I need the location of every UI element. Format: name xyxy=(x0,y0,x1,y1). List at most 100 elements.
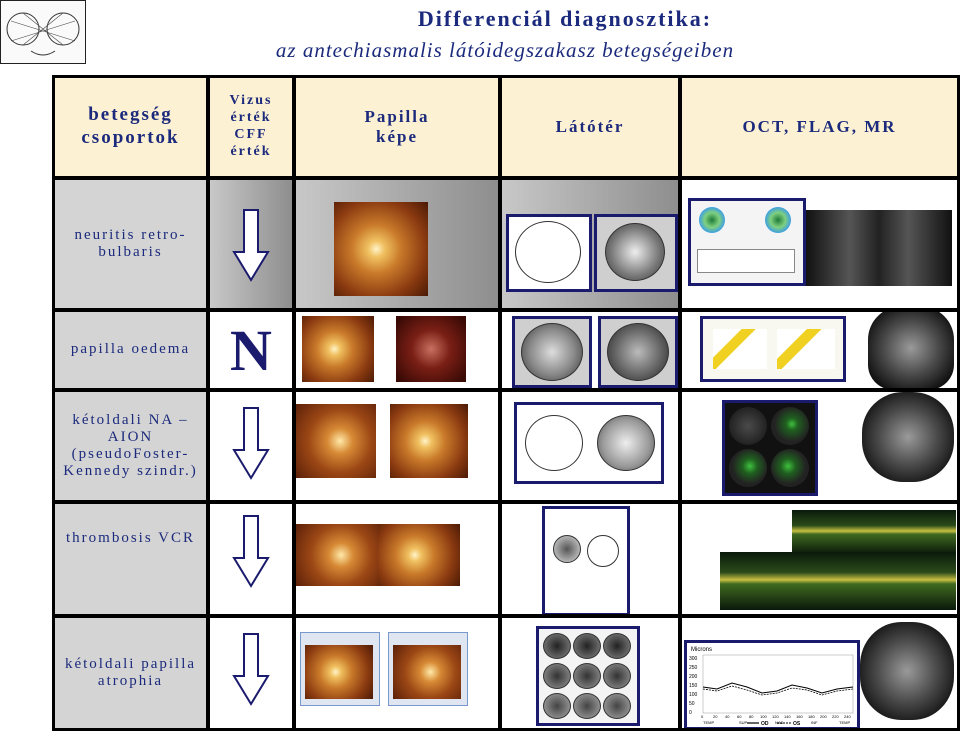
header-col5-text: OCT, FLAG, MR xyxy=(742,116,897,136)
oct-scan xyxy=(792,510,956,554)
xtick: 200 xyxy=(820,714,827,719)
normal-vision-mark: N xyxy=(230,317,272,383)
row-label-thrombosis: thrombosis VCR xyxy=(55,504,206,614)
flag-diagram xyxy=(700,316,846,382)
xtick: 140 xyxy=(784,714,791,719)
row2-vizus-cell: N xyxy=(210,312,292,388)
mri-coronal xyxy=(860,622,954,720)
sector-label: TEMP xyxy=(839,720,850,725)
row-label-text: thrombosis VCR xyxy=(66,530,195,547)
header-col-disease-groups: betegség csoportok xyxy=(55,78,206,176)
header-col-vizus: Vizus érték CFF érték xyxy=(210,78,292,176)
down-arrow-icon xyxy=(232,406,270,480)
row1-oct-cell xyxy=(682,180,957,308)
fundus-photo xyxy=(302,316,374,382)
xtick: 0 xyxy=(701,714,704,719)
logo xyxy=(0,0,86,64)
row4-papilla-cell xyxy=(296,504,498,614)
xtick: 60 xyxy=(737,714,742,719)
row3-field-cell xyxy=(502,392,678,500)
sector-label: NAS xyxy=(775,720,784,725)
row-label-text: neuritis retro-bulbaris xyxy=(74,226,187,260)
visual-field-greyscale xyxy=(512,316,592,388)
fundus-photo xyxy=(396,316,466,382)
rnfl-thickness-chart: Microns 300 250 200 150 100 50 0 0 20 40… xyxy=(684,640,860,728)
row-label-text: kétoldali papilla atrophia xyxy=(64,655,197,689)
xtick: 220 xyxy=(832,714,839,719)
down-arrow-icon xyxy=(232,208,270,282)
fundus-photo xyxy=(296,524,378,586)
mri-coronal xyxy=(806,210,952,286)
row4-field-cell xyxy=(502,504,678,614)
fundus-window xyxy=(300,632,380,706)
row1-papilla-cell xyxy=(296,180,498,308)
visual-field-printout xyxy=(542,506,630,614)
ct-axial xyxy=(868,312,954,388)
xtick: 120 xyxy=(772,714,779,719)
row1-field-cell xyxy=(502,180,678,308)
row1-vizus-cell xyxy=(210,180,292,308)
chart-ylabel: Microns xyxy=(691,647,712,653)
visual-field-chart xyxy=(514,402,664,484)
sector-label: INF xyxy=(811,720,818,725)
row-label-papilla-oedema: papilla oedema xyxy=(55,312,206,388)
ytick: 250 xyxy=(689,665,698,671)
row4-vizus-cell xyxy=(210,504,292,614)
visual-field-chart xyxy=(506,214,592,292)
row-label-atrophia: kétoldali papilla atrophia xyxy=(55,618,206,728)
row4-oct-cell xyxy=(682,504,957,614)
row3-papilla-cell xyxy=(296,392,498,500)
ytick: 0 xyxy=(689,710,692,716)
row-label-text: papilla oedema xyxy=(70,341,191,358)
visual-field-greyscale xyxy=(594,214,678,292)
oct-report xyxy=(688,198,806,286)
xtick: 100 xyxy=(760,714,767,719)
row2-field-cell xyxy=(502,312,678,388)
page-subtitle: az antechiasmalis látóidegszakasz betegs… xyxy=(275,38,735,62)
header-col3-text: Papilla képe xyxy=(364,106,430,146)
page-title: Differenciál diagnosztika: xyxy=(417,6,713,31)
row3-vizus-cell xyxy=(210,392,292,500)
xtick: 160 xyxy=(796,714,803,719)
oct-scan xyxy=(720,552,956,610)
row5-oct-cell: Microns 300 250 200 150 100 50 0 0 20 40… xyxy=(682,618,957,728)
legend-os: OS xyxy=(793,721,801,727)
header-col-latoter: Látótér xyxy=(502,78,678,176)
row5-field-cell xyxy=(502,618,678,728)
row2-oct-cell xyxy=(682,312,957,388)
legend-od: OD xyxy=(761,721,769,727)
ytick: 150 xyxy=(689,683,698,689)
ytick: 200 xyxy=(689,674,698,680)
flag-angiography xyxy=(722,400,818,496)
xtick: 180 xyxy=(808,714,815,719)
row-label-neuritis: neuritis retro-bulbaris xyxy=(55,180,206,308)
row-label-text: kétoldali NA – AION (pseudoFoster-Kenned… xyxy=(63,411,198,480)
visual-field-grid xyxy=(536,626,640,726)
sector-label: TEMP xyxy=(703,720,714,725)
fundus-photo xyxy=(390,404,468,478)
down-arrow-icon xyxy=(232,514,270,588)
row2-papilla-cell xyxy=(296,312,498,388)
ytick: 50 xyxy=(689,701,695,707)
row-label-na-aion: kétoldali NA – AION (pseudoFoster-Kenned… xyxy=(55,392,206,500)
ytick: 300 xyxy=(689,656,698,662)
ytick: 100 xyxy=(689,692,698,698)
xtick: 80 xyxy=(749,714,754,719)
sector-label: SUP xyxy=(739,720,748,725)
visual-field-greyscale xyxy=(598,316,678,388)
header-col4-text: Látótér xyxy=(555,116,625,136)
header-col2-text: Vizus érték CFF érték xyxy=(229,93,273,159)
header-col-papilla: Papilla képe xyxy=(296,78,498,176)
fundus-photo xyxy=(378,524,460,586)
mri-axial xyxy=(862,392,954,482)
row3-oct-cell xyxy=(682,392,957,500)
xtick: 40 xyxy=(725,714,730,719)
fundus-photo xyxy=(296,404,376,478)
xtick: 20 xyxy=(713,714,718,719)
fundus-window xyxy=(388,632,468,706)
row5-papilla-cell xyxy=(296,618,498,728)
header-col1-text: betegség csoportok xyxy=(81,104,180,148)
down-arrow-icon xyxy=(232,632,270,706)
header-col-oct: OCT, FLAG, MR xyxy=(682,78,957,176)
xtick: 240 xyxy=(844,714,851,719)
